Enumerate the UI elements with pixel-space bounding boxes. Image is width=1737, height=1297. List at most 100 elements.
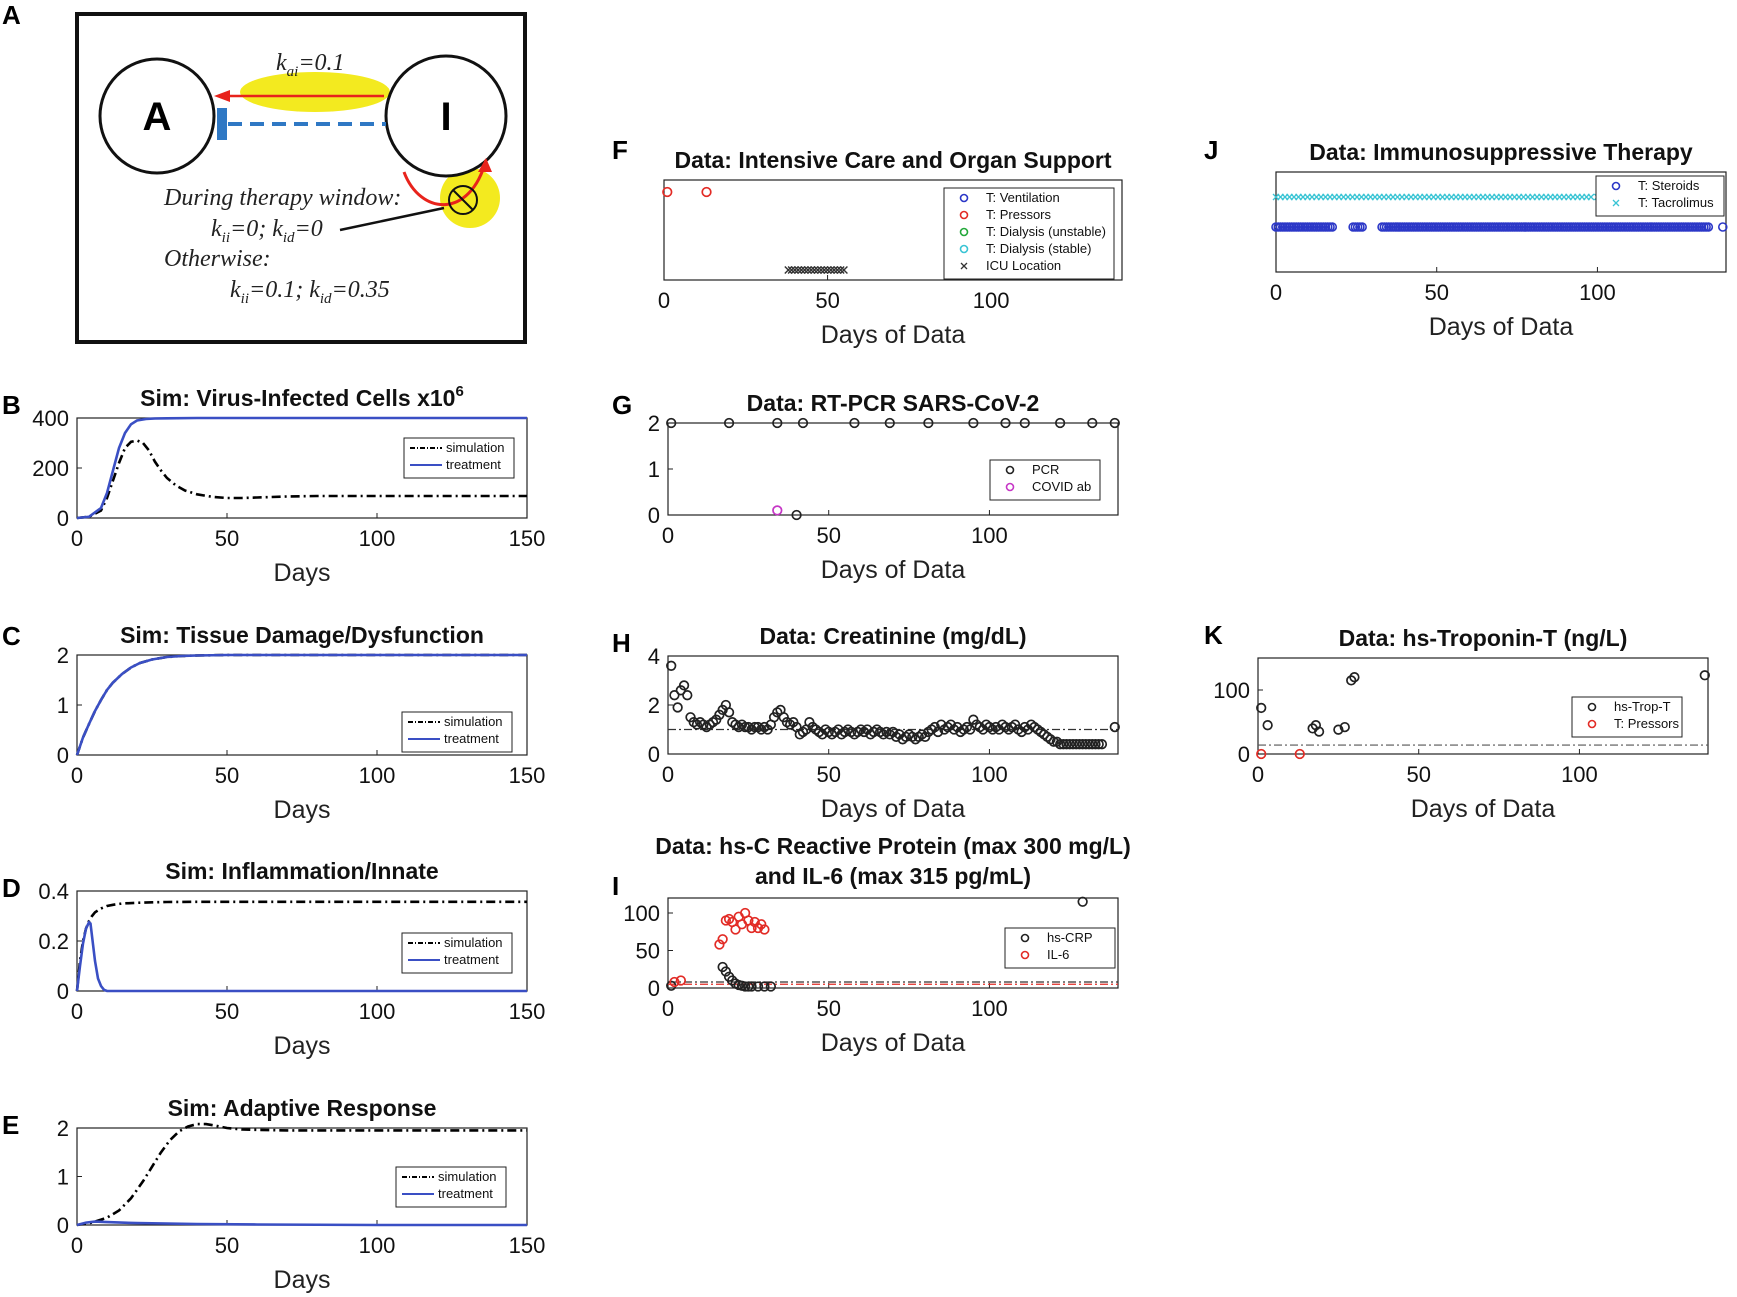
legend-label: T: Steroids [1638,178,1700,193]
therapy-window-label: During therapy window: [163,185,401,211]
legend-box [401,711,513,753]
self-loop-arrow-head [478,158,492,172]
data-point-ICU Location [784,266,793,274]
data-point-ICU Location [803,266,812,274]
data-point-Creatinine [1074,739,1085,750]
legend-label: T: Tacrolimus [1638,195,1714,210]
x-tick-label: 50 [215,763,239,788]
panel-label-a: A [2,0,21,30]
data-point-Creatinine [1067,739,1079,750]
data-point-Creatinine [1083,739,1095,750]
y-tick-label: 50 [636,939,660,964]
legend-box [395,1166,507,1208]
data-point-hs-CRP [746,981,757,992]
x-tick-label: 0 [1252,762,1264,787]
x-tick-label: 100 [1561,762,1598,787]
legend-label: IL-6 [1047,947,1069,962]
data-point-ICU Location [810,266,819,274]
data-point-hs-CRP [752,981,764,992]
panel-label-g: G [612,390,632,420]
data-point-T: Pressors [1256,748,1267,760]
data-point-ICU Location [833,266,842,274]
legend-label: treatment [444,952,499,967]
y-tick-label: 2 [648,693,660,718]
y-tick-label: 1 [57,1165,69,1190]
data-point-hs-Trop-T [1333,724,1344,735]
data-point-Creatinine [669,690,680,701]
data-point-PCR [1000,417,1011,429]
series-line-treatment [75,653,527,756]
data-point-PCR [666,417,677,429]
data-point-PCR [772,417,783,429]
x-tick-label: 0 [71,1233,83,1258]
x-axis-label: Days of Data [821,795,966,823]
data-point-ICU Location [826,266,835,274]
y-tick-label: 0.2 [38,929,69,954]
inhibition-bar [217,108,227,140]
data-point-hs-Trop-T [1313,726,1325,737]
data-point-PCR [723,417,735,429]
legend-label: T: Dialysis (stable) [986,241,1091,256]
x-tick-label: 0 [71,763,83,788]
x-tick-label: 150 [509,1233,546,1258]
node-a [98,57,216,175]
data-point-hs-Trop-T [1256,702,1267,714]
data-point-PCR [791,509,802,521]
y-tick-label: 1 [57,693,69,718]
data-point-ICU Location [813,266,822,274]
legend-swatch [1587,719,1597,729]
data-point-Creatinine [1064,739,1075,750]
data-point-T: Steroids [1717,222,1728,232]
y-tick-label: 200 [32,456,69,481]
data-point-T: Steroids [1703,222,1714,232]
chart-crp-il6: Data: hs-C Reactive Protein (max 300 mg/… [623,833,1130,1057]
node-i-label: I [440,95,451,139]
x-tick-label: 50 [215,999,239,1024]
legend-label: hs-Trop-T [1614,699,1671,714]
data-point-Creatinine [666,660,677,671]
data-point-ICU Location [797,266,806,274]
data-point-hs-CRP [759,981,770,992]
data-point-Creatinine [672,702,683,713]
data-point-ICU Location [807,266,816,274]
x-tick-label: 50 [1406,762,1430,787]
data-point-PCR [884,417,895,429]
x-tick-label: 150 [509,526,546,551]
legend-box [401,932,513,974]
x-tick-label: 100 [359,763,396,788]
chart-title: Sim: Inflammation/Innate [165,858,438,884]
legend-label: COVID ab [1032,479,1091,494]
series-line-treatment [75,920,527,993]
data-point-hs-CRP [739,981,751,992]
y-tick-label: 0 [57,506,69,531]
legend-label: T: Dialysis (unstable) [986,224,1106,239]
data-point-COVID ab [772,505,783,516]
diagram-frame [75,12,527,344]
x-tick-label: 50 [816,762,840,787]
legend-label: ICU Location [986,258,1061,273]
x-tick-label: 0 [71,999,83,1024]
series-line-simulation [76,439,527,520]
x-tick-label: 50 [816,996,840,1021]
legend-label: T: Pressors [986,207,1052,222]
data-point-Creatinine [749,721,760,733]
data-point-T: Pressors [701,186,712,198]
x-axis-label: Days [274,559,331,587]
data-point-ICU Location [790,266,799,274]
data-point-Creatinine [1048,736,1059,747]
pointer-line [339,206,445,232]
x-axis-label: Days [274,1266,331,1294]
legend-label: simulation [446,440,505,455]
y-tick-label: 0 [648,742,660,767]
data-point-hs-Trop-T [1699,670,1710,681]
x-axis-label: Days of Data [821,321,966,349]
decay-node [448,185,478,215]
data-point-hs-Trop-T [1346,675,1357,686]
data-point-Creatinine [1096,739,1108,750]
data-point-hs-CRP [765,981,777,992]
y-tick-label: 100 [623,901,660,926]
kai-arrow-head [214,90,230,102]
y-tick-label: 1 [648,457,660,482]
